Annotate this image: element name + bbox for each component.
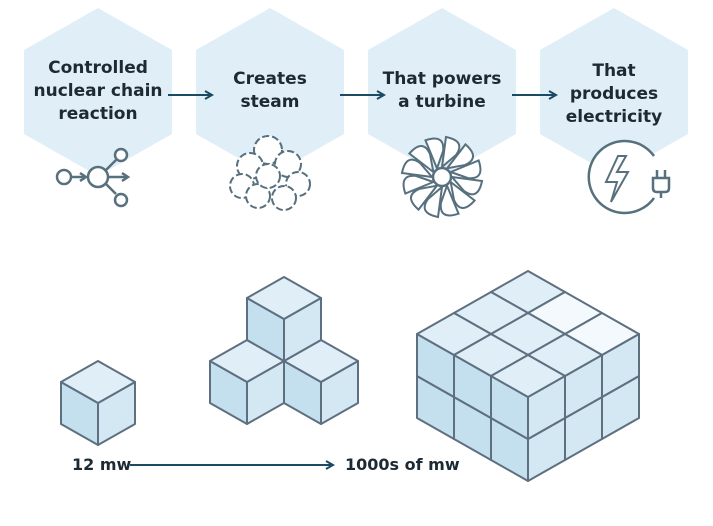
step-4-line-2: produces (569, 84, 659, 104)
small-reactor-cubes (60, 360, 136, 446)
step-3-line-1: That powers (382, 69, 502, 89)
step-label-4: That produces electricity (539, 60, 689, 129)
cube-face (60, 360, 136, 404)
hexagon-step-4 (540, 8, 688, 176)
step-2-line-1: Creates (233, 69, 307, 89)
step-1-line-3: reaction (58, 104, 138, 124)
step-4-line-1: That (592, 61, 636, 81)
step-3-line-2: a turbine (398, 92, 486, 112)
hexagon-step-1 (24, 8, 172, 176)
chain-reaction-icon (55, 147, 131, 208)
step-label-1: Controlled nuclear chain reaction (23, 57, 173, 126)
cube-face (490, 354, 566, 398)
lightning-bolt-icon (604, 155, 630, 203)
hexagon-step-3 (368, 8, 516, 176)
medium-reactor-cubes (209, 276, 359, 425)
step-hexagons (24, 8, 688, 176)
step-2-line-2: steam (240, 92, 300, 112)
step-label-3: That powers a turbine (367, 68, 517, 114)
scale-start-label: 12 mw (72, 455, 132, 474)
cube-face (246, 276, 322, 320)
step-1-line-1: Controlled (48, 58, 148, 78)
step-4-line-3: electricity (565, 107, 663, 127)
hexagon-step-2 (196, 8, 344, 176)
turbine-icon (400, 135, 484, 219)
steam-cloud-icon (229, 135, 311, 211)
electricity-icon (587, 139, 671, 215)
large-reactor-cubes (416, 270, 640, 482)
step-1-line-2: nuclear chain (33, 81, 163, 101)
scale-end-label: 1000s of mw (345, 455, 460, 474)
step-label-2: Creates steam (195, 68, 345, 114)
